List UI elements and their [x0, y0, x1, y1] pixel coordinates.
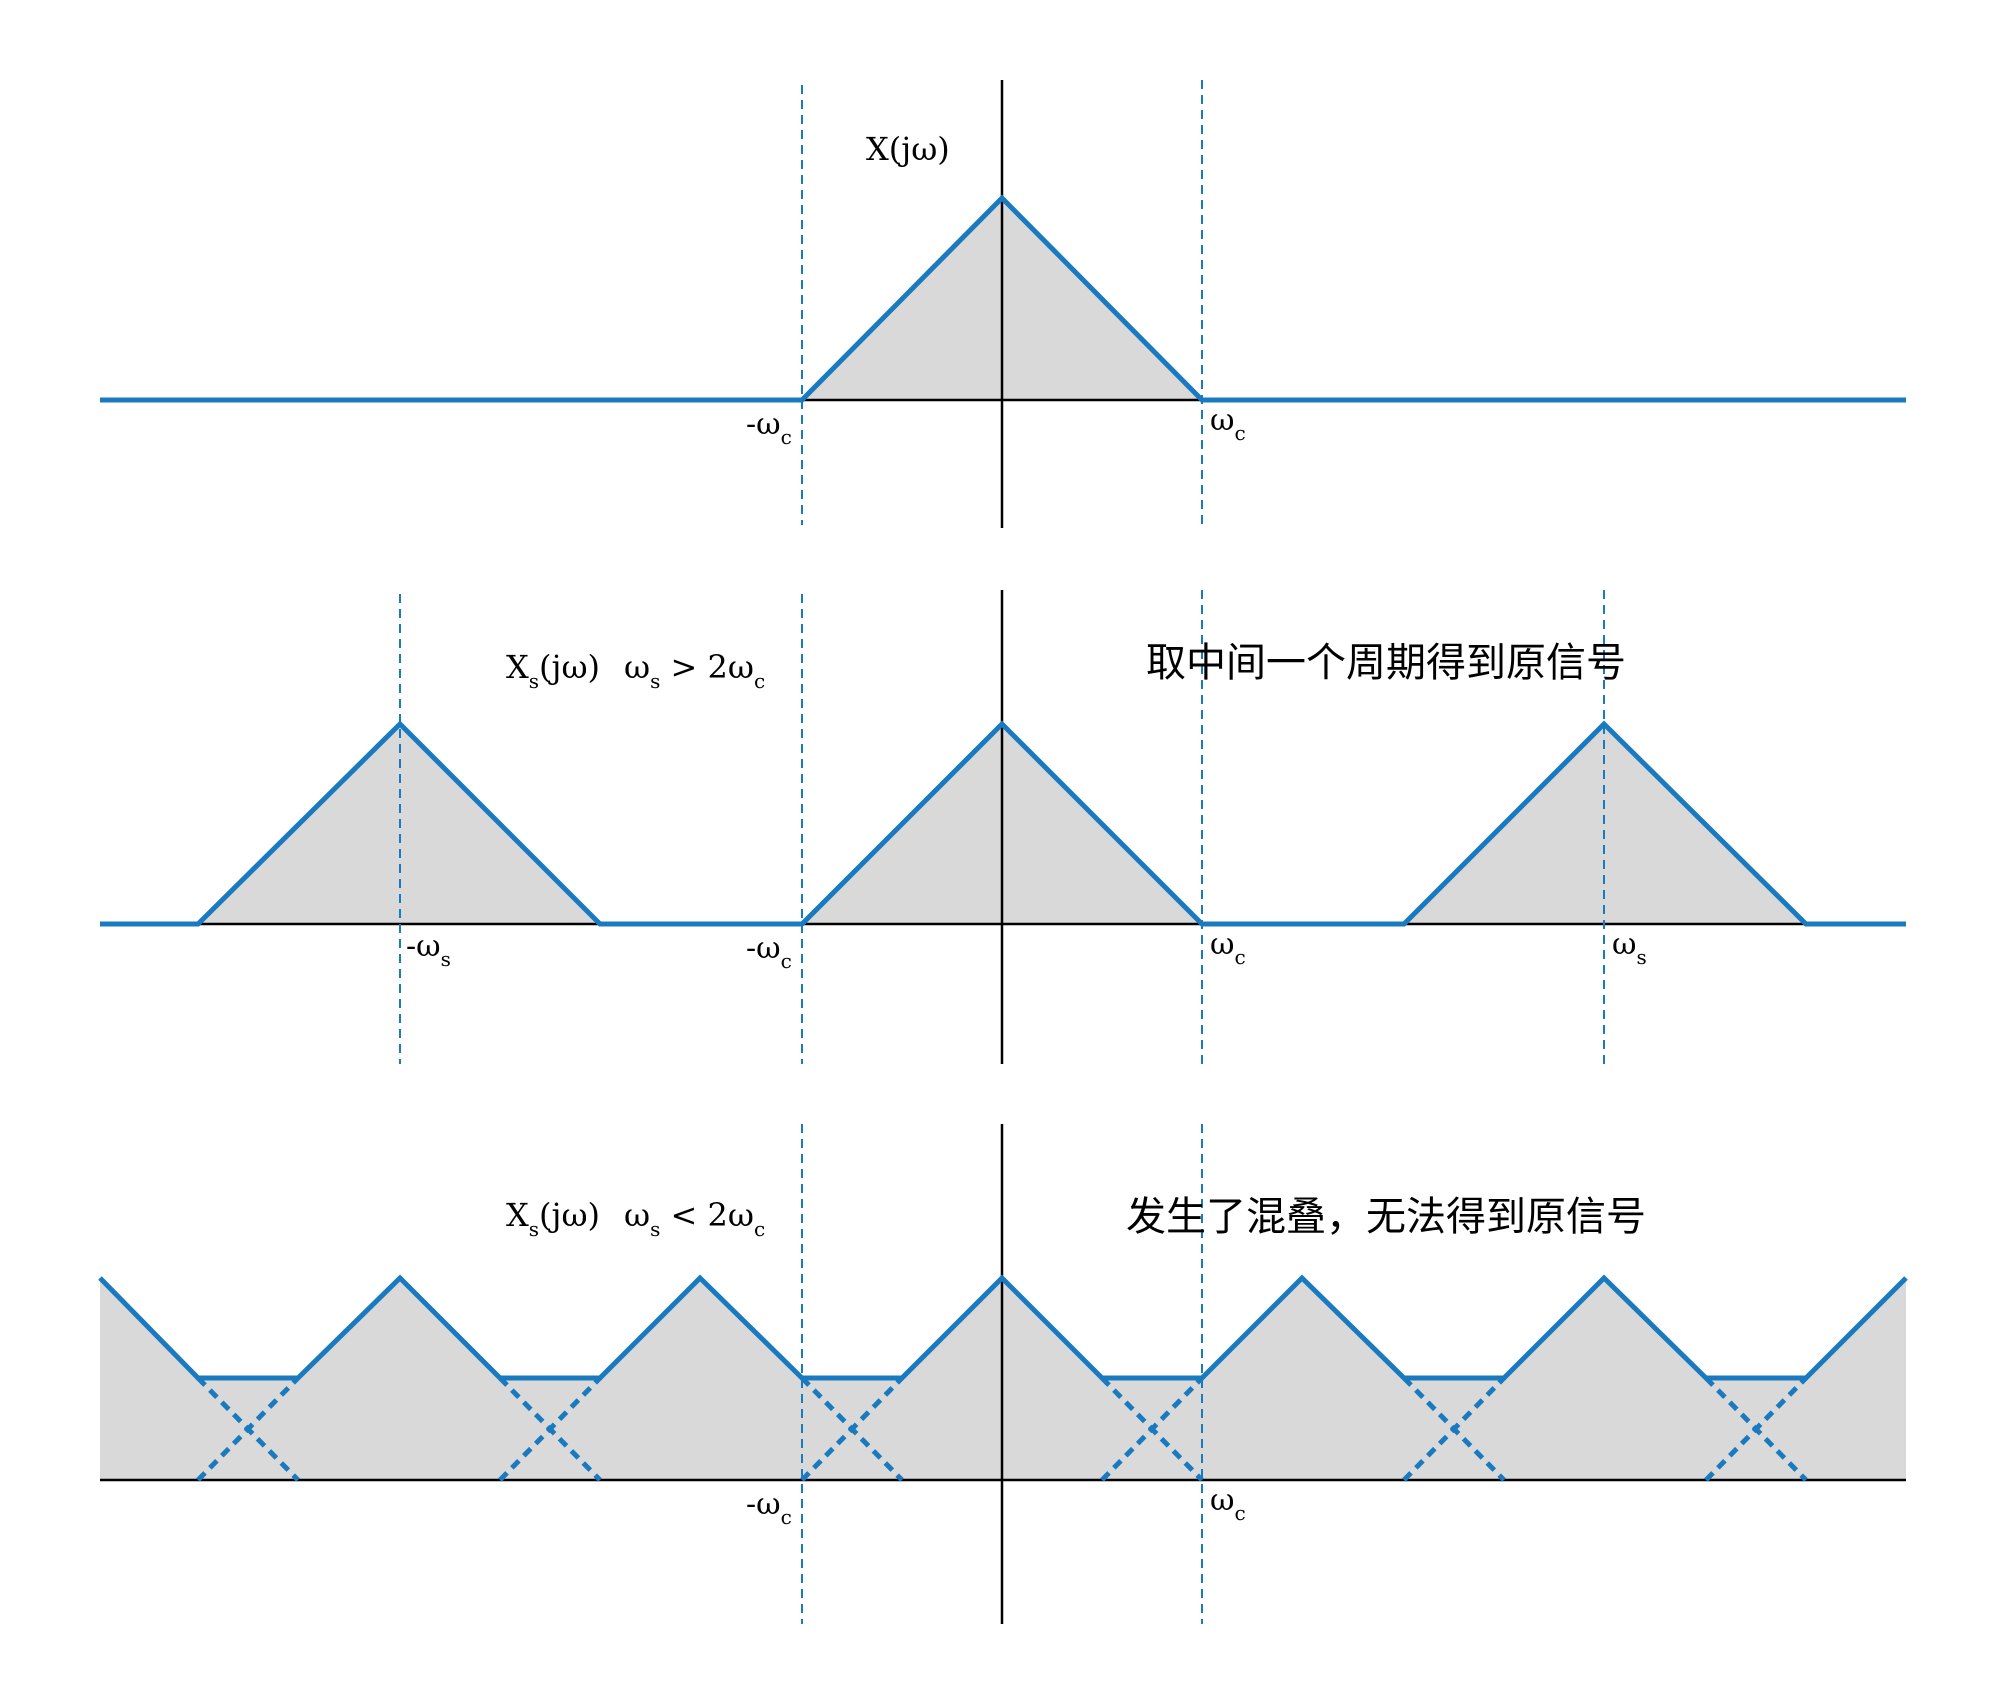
condition-label: ωs > 2ωc — [624, 648, 765, 693]
replica-edge-dashed — [1402, 1376, 1506, 1482]
panel-sampled-no-aliasing: Xs(jω) ωs > 2ωc 取中间一个周期得到原信号 -ωs -ωc ωc … — [100, 590, 1906, 1064]
note-text: 取中间一个周期得到原信号 — [1146, 640, 1626, 686]
tick-label-wc: ωc — [1210, 1483, 1246, 1525]
tick-label-neg-wc: -ωc — [746, 1487, 792, 1529]
panel-label: Xs(jω) — [506, 1196, 600, 1241]
tick-label-neg-wc: -ωc — [746, 931, 792, 973]
replica-edge-dashed — [800, 1376, 904, 1482]
tick-label-neg-wc: -ωc — [746, 407, 792, 449]
tick-label-ws: ωs — [1612, 927, 1647, 969]
spectrum-curve — [100, 720, 1906, 927]
overlap-region — [802, 1430, 902, 1480]
panel-label: X(jω) — [866, 130, 950, 168]
tick-label-wc: ωc — [1210, 403, 1246, 445]
replica-edge-dashed — [498, 1376, 602, 1482]
hidden-replica-edges — [196, 1376, 1808, 1482]
overlap-region — [1404, 1430, 1504, 1480]
overlap-region — [1706, 1430, 1806, 1480]
tick-label-wc: ωc — [1210, 927, 1246, 969]
spectrum-curve — [100, 194, 1906, 403]
replica-edge-dashed — [196, 1376, 300, 1482]
overlap-region — [198, 1430, 298, 1480]
aliased-spectrum-curve — [98, 1274, 1908, 1381]
panel-label: Xs(jω) — [506, 648, 600, 693]
panel-original: X(jω) -ωc ωc — [100, 80, 1906, 528]
panel-sampled-aliasing: Xs(jω) ωs < 2ωc 发生了混叠，无法得到原信号 -ωc ωc — [98, 1124, 1908, 1624]
condition-label: ωs < 2ωc — [624, 1196, 765, 1241]
replica-edge-dashed — [1100, 1376, 1204, 1482]
note-text: 发生了混叠，无法得到原信号 — [1126, 1194, 1646, 1240]
tick-label-neg-ws: -ωs — [406, 929, 451, 971]
overlap-regions — [198, 1430, 1806, 1480]
replica-edge-dashed — [1704, 1376, 1808, 1482]
overlap-region — [500, 1430, 600, 1480]
overlap-region — [1102, 1430, 1202, 1480]
